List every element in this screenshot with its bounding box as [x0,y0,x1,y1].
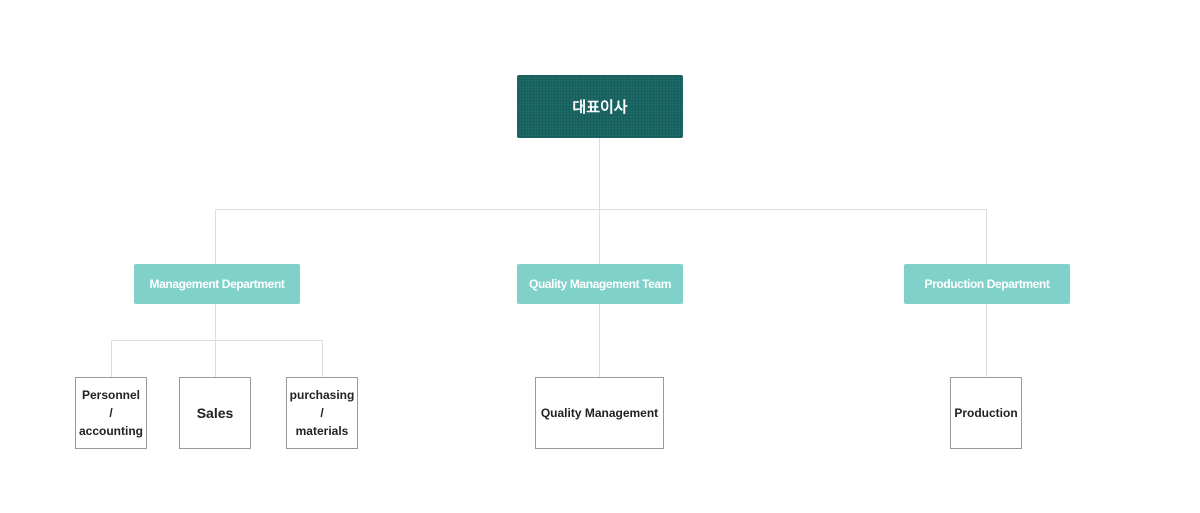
quality-management-team-label: Quality Management Team [529,277,671,291]
purchasing-label: purchasing [289,388,355,402]
sales-label: Sales [196,405,234,421]
management-department-label: Management Department [149,277,285,291]
production-label: Production [954,406,1018,420]
production-box: Production [950,377,1022,449]
quality-management-team-box: Quality Management Team [517,264,683,304]
production-department-label: Production Department [924,277,1050,291]
quality-management-box: Quality Management [535,377,664,449]
personnel-separator: / [109,406,113,420]
connector-quality-down [599,304,600,377]
connector-ceo-down [599,138,600,264]
ceo-box: 대표이사 [517,75,683,138]
connector-to-purchasing [322,340,323,377]
production-department-box: Production Department [904,264,1070,304]
materials-label: materials [295,424,349,438]
connector-to-personnel [111,340,112,377]
connector-to-management [215,209,216,264]
management-department-box: Management Department [134,264,300,304]
accounting-label: accounting [78,424,143,438]
quality-management-label: Quality Management [540,406,659,420]
connector-production-down [986,304,987,377]
sales-box: Sales [179,377,251,449]
purchasing-materials-box: purchasing / materials [286,377,358,449]
connector-to-production-dept [986,209,987,264]
personnel-label: Personnel [81,388,140,402]
purchasing-separator: / [320,406,324,420]
connector-top-horizontal [215,209,987,210]
ceo-label: 대표이사 [572,99,628,116]
personnel-accounting-box: Personnel / accounting [75,377,147,449]
connector-management-horizontal [111,340,323,341]
